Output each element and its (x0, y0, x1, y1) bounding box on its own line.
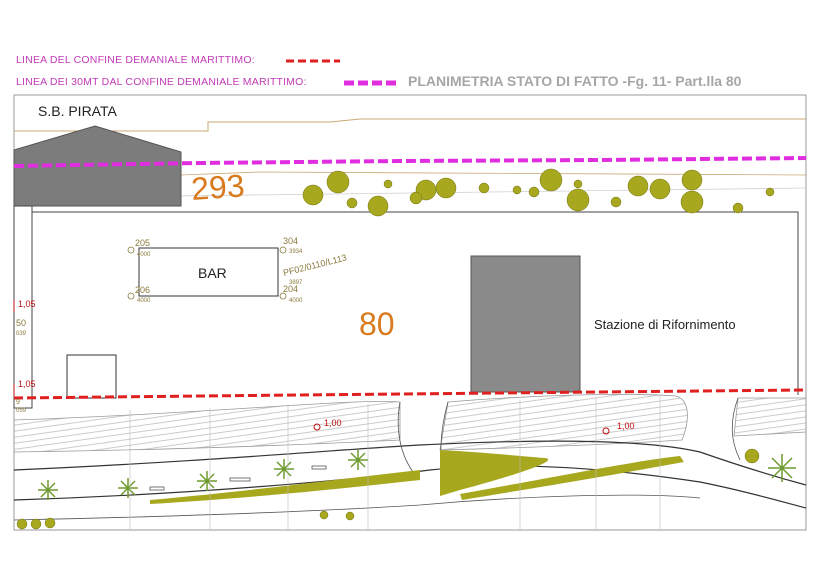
point-206-label: 206 (135, 285, 150, 295)
survey-points (127, 246, 287, 300)
road-junction-left (397, 401, 421, 481)
survey-point-206 (127, 292, 135, 300)
fuel-station-building (470, 255, 581, 393)
road-elev-right: 1,00 (617, 421, 635, 431)
sb-pirata-building (13, 125, 182, 207)
elevation-markers (313, 423, 610, 435)
point-206-sub: 4000 (137, 298, 151, 304)
legend-thirty-m-line-swatch (344, 80, 400, 86)
point-204-sub: 4000 (289, 298, 303, 304)
road-hatch-right (733, 397, 807, 437)
contour-line-upper (14, 118, 806, 132)
road-grid (129, 396, 661, 530)
lane-markers (149, 465, 327, 491)
survey-code-label: PF02/0110/L113 (282, 252, 348, 277)
road-hatch-left (13, 400, 401, 453)
green-strip-left (150, 470, 420, 504)
kiosk-building (66, 354, 117, 399)
road-curb-top (13, 440, 807, 486)
point-304-sub: 3934 (289, 249, 303, 255)
left-code-9: 9 (16, 399, 20, 406)
legend-maritime-boundary: LINEA DEL CONFINE DEMANIALE MARITTIMO: (16, 54, 255, 66)
left-code-50: 50 (16, 318, 26, 328)
left-code-039: 039 (16, 331, 27, 337)
legend-maritime-boundary-label: LINEA DEL CONFINE DEMANIALE MARITTIMO: (16, 54, 255, 66)
green-strip-right (460, 456, 684, 500)
palm-trees (38, 450, 796, 500)
thirty-m-line (13, 156, 807, 168)
legend-maritime-boundary-swatch (286, 59, 340, 63)
parcel-80-boundary (32, 211, 799, 395)
road-elev-left: 1,00 (324, 418, 342, 428)
vegetation-lower (16, 448, 760, 530)
left-elev-top: 1,05 (18, 299, 36, 309)
survey-point-204 (279, 292, 287, 300)
left-code-059: 059 (16, 408, 27, 414)
point-204-label: 204 (283, 284, 298, 294)
road-junction-right (731, 397, 741, 461)
sb-pirata-label: S.B. PIRATA (38, 103, 117, 119)
station-label: Stazione di Rifornimento (594, 317, 736, 332)
green-strip-middle (440, 450, 549, 496)
road-edge-lower (13, 494, 701, 521)
point-205-sub: 4000 (137, 252, 151, 258)
point-204-mid: 3897 (289, 280, 303, 286)
bar-label: BAR (198, 265, 227, 281)
vegetation-upper (302, 168, 775, 217)
point-304-label: 304 (283, 236, 298, 246)
maritime-boundary-line (13, 388, 807, 400)
parcel-80-label: 80 (359, 306, 395, 342)
left-elev-bottom: 1,05 (18, 379, 36, 389)
survey-point-205 (127, 246, 135, 254)
road-hatch-middle (439, 394, 688, 451)
legend-thirty-m-line-label: LINEA DEI 30MT DAL CONFINE DEMANIALE MAR… (16, 76, 307, 88)
point-205-label: 205 (135, 238, 150, 248)
legend-thirty-m-line: LINEA DEI 30MT DAL CONFINE DEMANIALE MAR… (16, 76, 307, 88)
parcel-293-label: 293 (190, 167, 246, 207)
survey-point-304 (279, 246, 287, 254)
map-title: PLANIMETRIA STATO DI FATTO -Fg. 11- Part… (408, 73, 742, 89)
bar-building (138, 247, 279, 297)
